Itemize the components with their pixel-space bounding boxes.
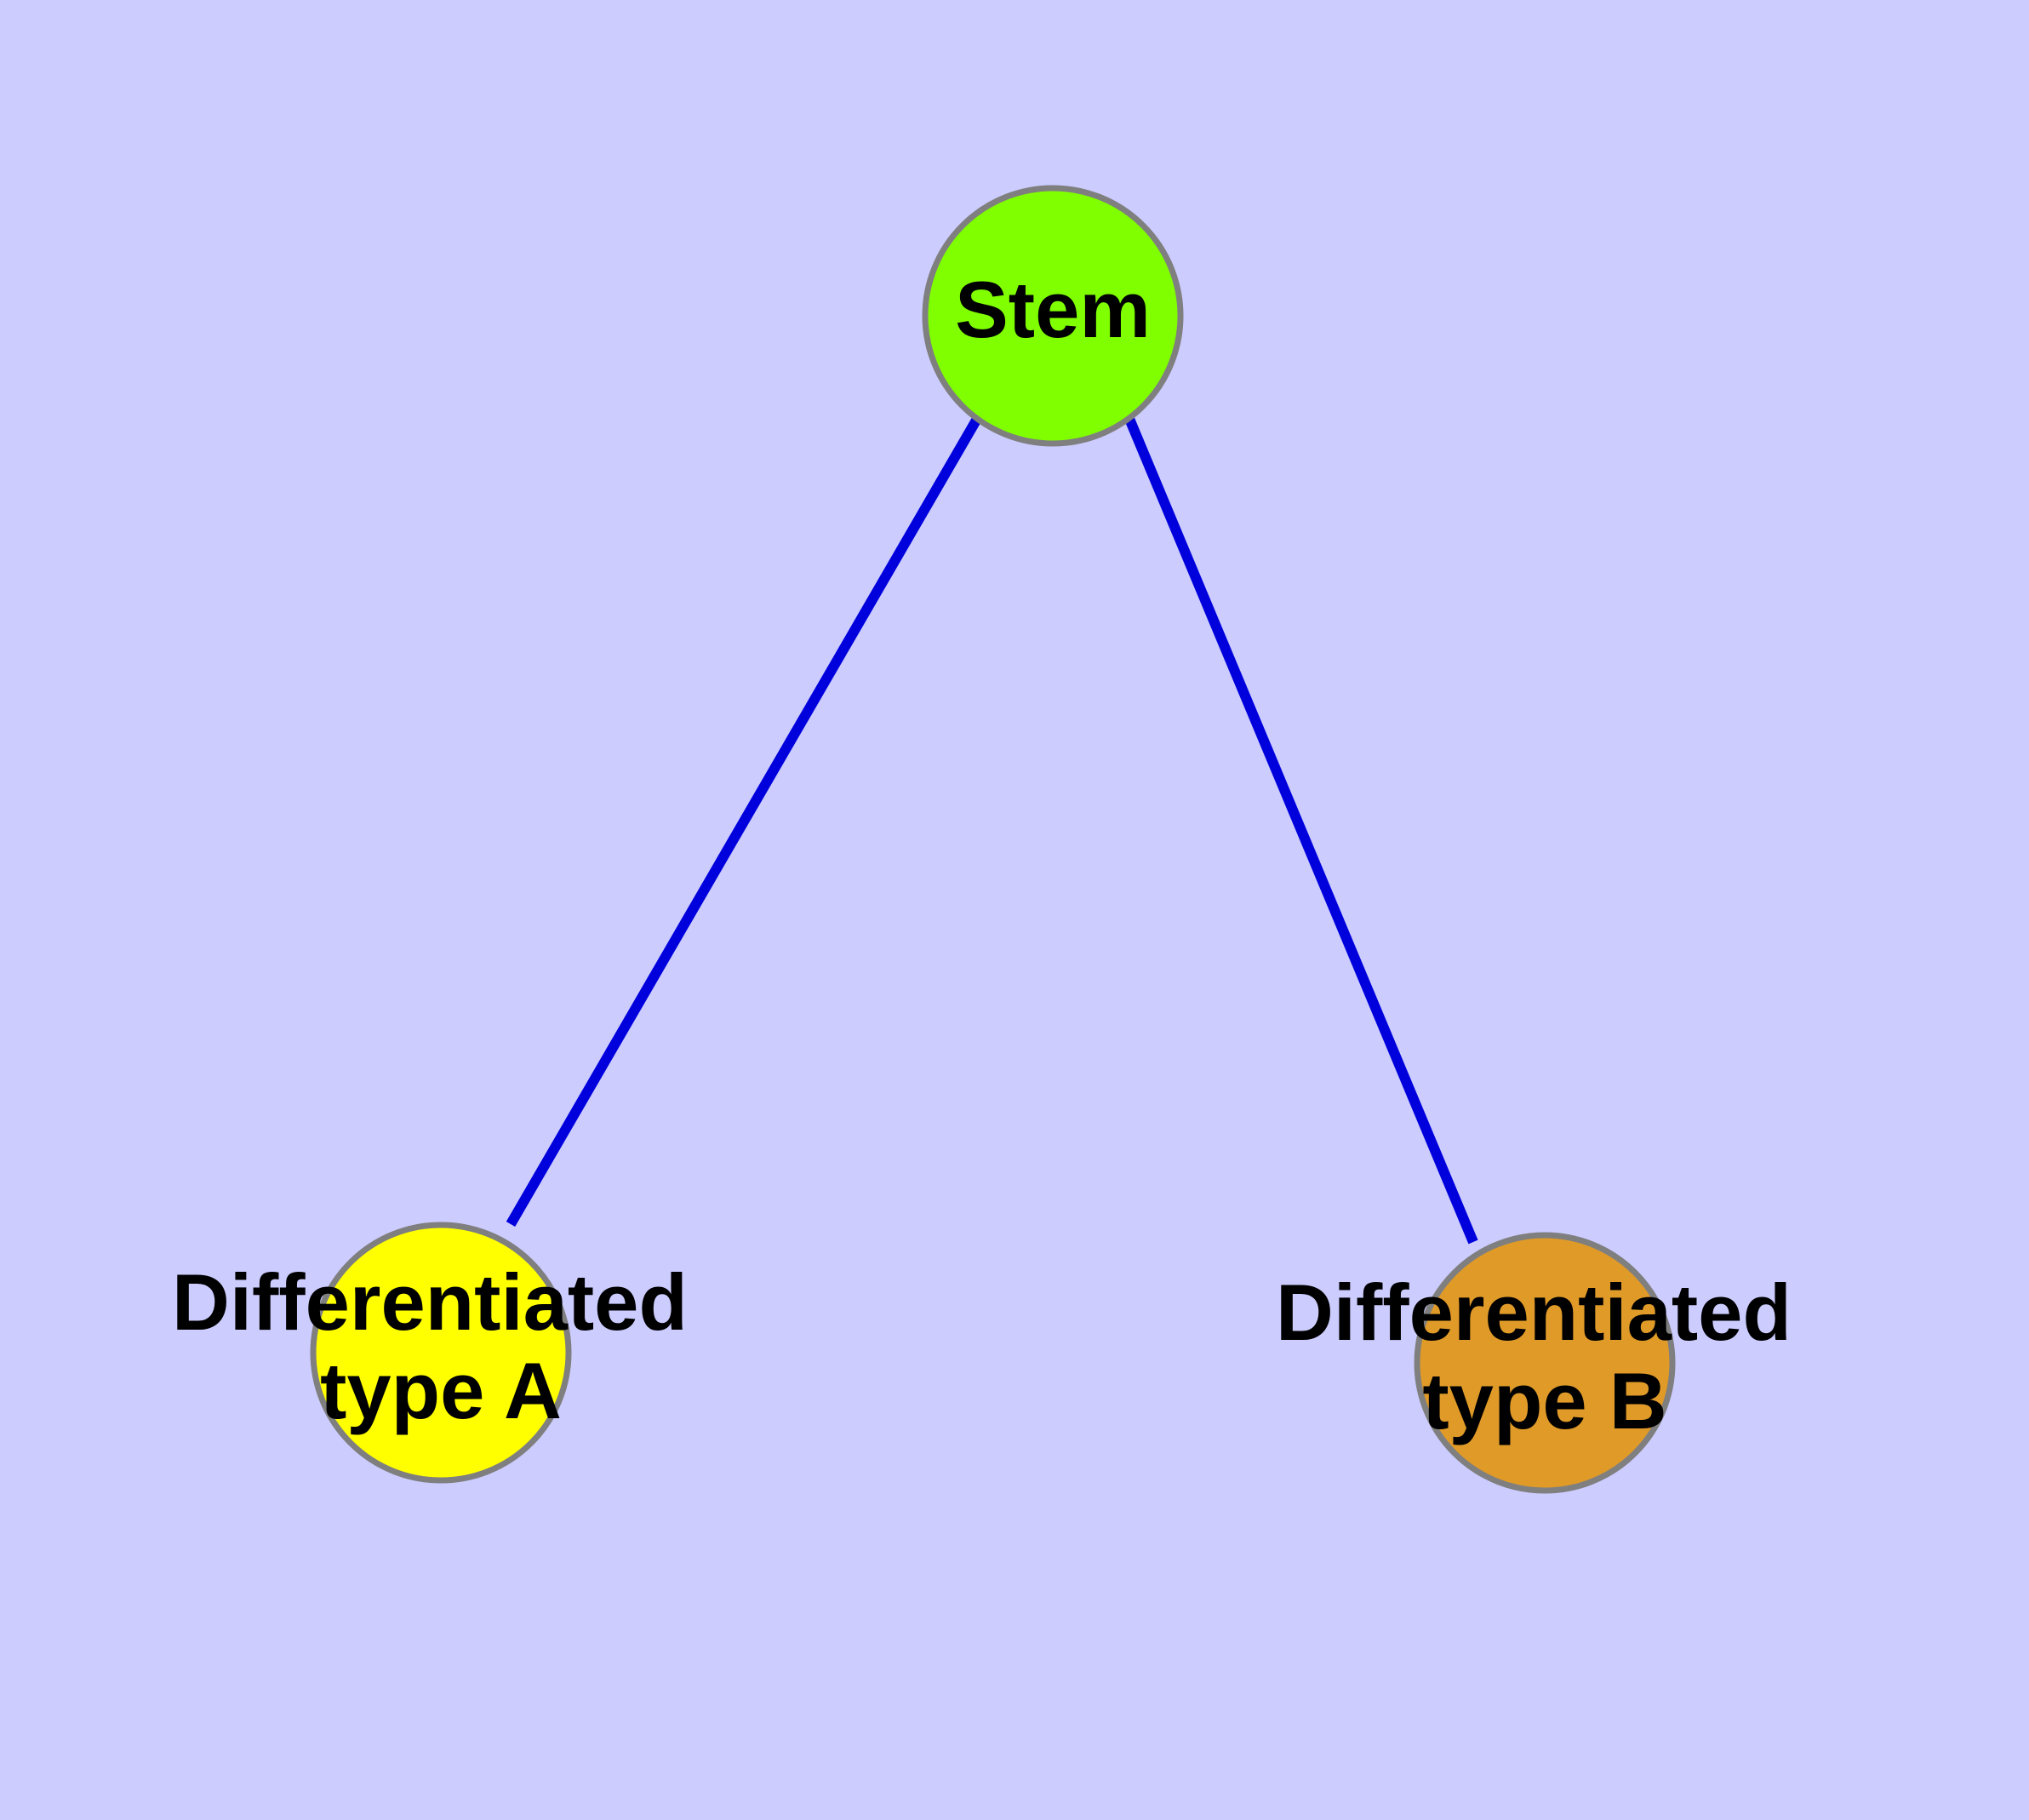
edge-layer xyxy=(506,415,1478,1245)
node-stem[interactable] xyxy=(922,185,1184,447)
edge-stem-to-differentiated-type-b[interactable] xyxy=(1124,416,1478,1245)
node-differentiated-type-a-label-line-2: type A xyxy=(320,1346,562,1435)
label-layer: Stem Differentiated type A Differentiate… xyxy=(172,265,1814,1445)
node-layer xyxy=(310,185,1676,1494)
node-differentiated-type-b[interactable] xyxy=(1414,1232,1676,1494)
node-stem-label: Stem xyxy=(955,265,1151,354)
edge-stem-to-differentiated-type-a[interactable] xyxy=(506,415,982,1228)
node-stem-label-line-1: Stem xyxy=(955,265,1151,354)
node-differentiated-type-a-label-line-1: Differentiated xyxy=(172,1257,688,1347)
node-differentiated-type-b-circle[interactable] xyxy=(1414,1232,1676,1494)
node-differentiated-type-a[interactable] xyxy=(310,1222,572,1484)
node-differentiated-type-b-label-line-2: type B xyxy=(1422,1356,1666,1445)
node-differentiated-type-b-label-line-1: Differentiated xyxy=(1276,1268,1792,1357)
node-stem-circle[interactable] xyxy=(922,185,1184,447)
node-differentiated-type-a-label: Differentiated type A xyxy=(172,1257,710,1435)
node-differentiated-type-a-circle[interactable] xyxy=(310,1222,572,1484)
node-differentiated-type-b-label: Differentiated type B xyxy=(1276,1268,1814,1445)
